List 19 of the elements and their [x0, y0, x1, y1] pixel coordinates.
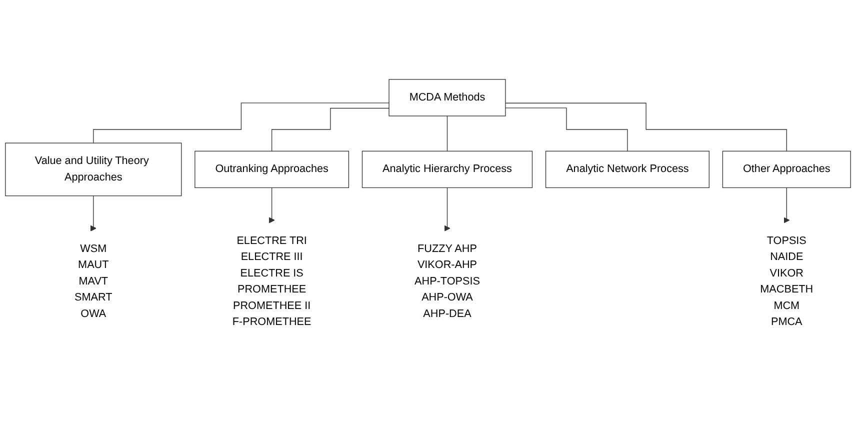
- node-box: Outranking Approaches: [194, 151, 350, 188]
- arrow: [268, 188, 275, 224]
- node-box: Value and Utility Theory Approaches: [5, 143, 182, 197]
- connector: [505, 103, 787, 152]
- connector: [271, 108, 390, 152]
- node-text: WSM MAUT MAVT SMART OWA: [74, 244, 112, 320]
- connector: [505, 108, 628, 152]
- node-text: ELECTRE TRI ELECTRE III ELECTRE IS PROMETHEE PROMETHEE II F-PROMETHEE: [232, 236, 312, 328]
- arrow: [90, 196, 96, 232]
- node-box: Analytic Hierarchy Process: [362, 151, 533, 188]
- arrow: [784, 188, 790, 224]
- connector: [446, 116, 448, 152]
- node-text: TOPSIS NAIDE VIKOR MACBETH MCM PMCA: [760, 236, 814, 328]
- node-box: MCDA Methods: [388, 80, 506, 117]
- node-text: FUZZY AHP VIKOR-AHP AHP-TOPSIS AHP-OWA AHP-DEA: [414, 244, 480, 320]
- node-box: Analytic Network Process: [545, 151, 710, 188]
- connector: [93, 103, 390, 144]
- arrow: [444, 188, 450, 232]
- node-box: Other Approaches: [722, 151, 851, 188]
